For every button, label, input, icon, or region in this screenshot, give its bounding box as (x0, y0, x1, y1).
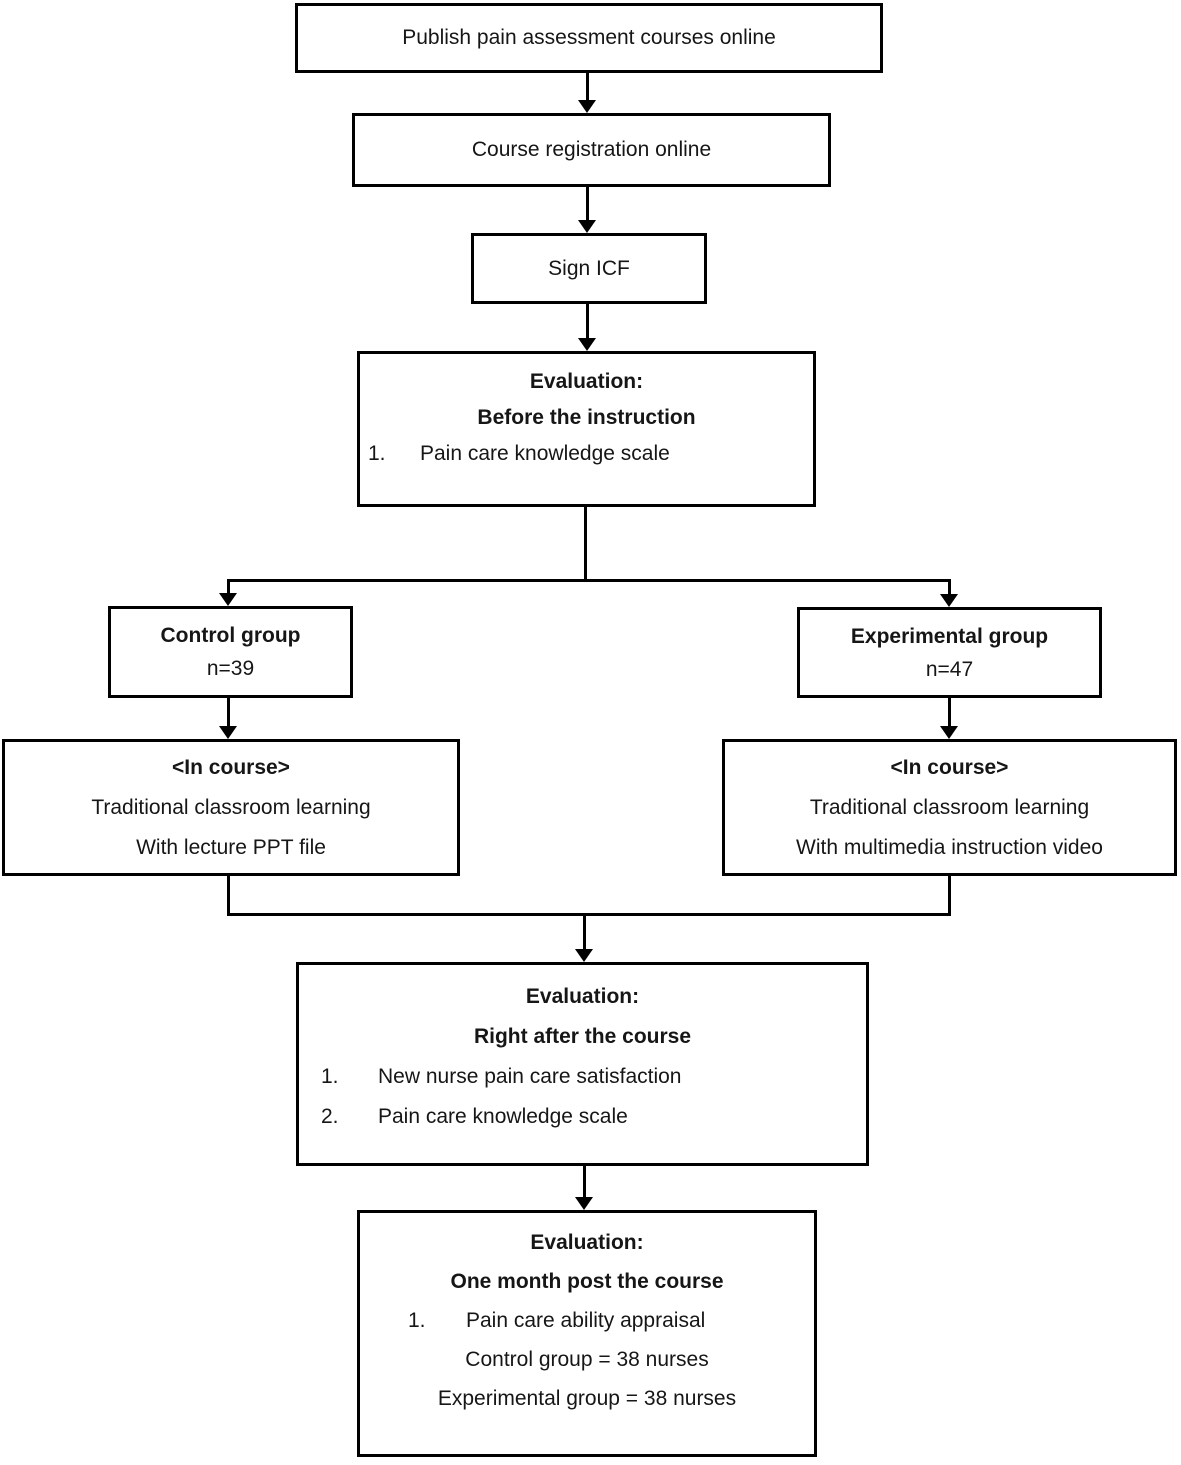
arrow-publish-to-registration-line (586, 73, 589, 101)
eval-before-item: 1. Pain care knowledge scale (360, 436, 813, 472)
experimental-group-title: Experimental group (850, 624, 1049, 648)
eval-month-subheading: One month post the course (450, 1270, 724, 1293)
in-course-control-line1: Traditional classroom learning (91, 795, 371, 819)
eval-after-subheading: Right after the course (473, 1025, 692, 1048)
node-eval-one-month: Evaluation: One month post the course 1.… (357, 1210, 817, 1457)
node-in-course-experimental: <In course> Traditional classroom learni… (722, 739, 1177, 876)
eval-before-item-number: 1. (368, 442, 386, 465)
node-control-group: Control group n=39 (108, 606, 353, 698)
eval-before-subheading: Before the instruction (477, 406, 696, 429)
eval-month-item-number: 1. (408, 1309, 426, 1332)
branch-stem-line (584, 507, 587, 580)
arrow-publish-to-registration-head (578, 100, 596, 113)
eval-after-item-2-number: 2. (321, 1105, 339, 1128)
eval-before-heading: Evaluation: (529, 370, 644, 393)
node-registration-label: Course registration online (471, 138, 712, 161)
eval-month-item-text: Pain care ability appraisal (466, 1309, 706, 1332)
node-in-course-control: <In course> Traditional classroom learni… (2, 739, 460, 876)
arrow-registration-to-icf-head (578, 220, 596, 233)
branch-right-drop-line (948, 579, 951, 594)
arrow-control-to-course-head (219, 726, 237, 739)
eval-before-item-text: Pain care knowledge scale (420, 442, 670, 465)
eval-month-item: 1. Pain care ability appraisal (360, 1301, 814, 1340)
in-course-experimental-line1: Traditional classroom learning (809, 795, 1090, 819)
eval-after-item-2: 2. Pain care knowledge scale (299, 1097, 866, 1137)
merge-horizontal-line (227, 913, 951, 916)
branch-right-drop-head (940, 594, 958, 607)
arrow-eval-after-to-month-line (583, 1166, 586, 1197)
in-course-control-line2: With lecture PPT file (136, 835, 326, 859)
eval-month-result-control: Control group = 38 nurses (465, 1348, 709, 1371)
eval-after-item-2-text: Pain care knowledge scale (378, 1105, 628, 1128)
node-eval-right-after: Evaluation: Right after the course 1. Ne… (296, 962, 869, 1166)
experimental-group-count: n=47 (925, 657, 974, 681)
merge-left-line (227, 876, 230, 916)
branch-left-drop-line (227, 579, 230, 594)
node-eval-before-instruction: Evaluation: Before the instruction 1. Pa… (357, 351, 816, 507)
node-publish-label: Publish pain assessment courses online (402, 26, 776, 49)
arrow-icf-to-eval-line (586, 304, 589, 338)
eval-month-result-experimental: Experimental group = 38 nurses (437, 1387, 737, 1410)
arrow-control-to-course-line (227, 698, 230, 726)
control-group-count: n=39 (206, 657, 255, 680)
node-publish-courses: Publish pain assessment courses online (295, 3, 883, 73)
node-experimental-group: Experimental group n=47 (797, 607, 1102, 698)
arrow-registration-to-icf-line (586, 187, 589, 220)
arrow-eval-after-to-month-head (575, 1197, 593, 1210)
eval-after-item-1-text: New nurse pain care satisfaction (378, 1065, 682, 1088)
node-course-registration: Course registration online (352, 113, 831, 187)
arrow-experimental-to-course-line (948, 698, 951, 726)
arrow-experimental-to-course-head (940, 726, 958, 739)
in-course-experimental-line2: With multimedia instruction video (796, 835, 1103, 859)
merge-stem-line (583, 913, 586, 949)
node-sign-icf: Sign ICF (471, 233, 707, 304)
eval-after-heading: Evaluation: (525, 985, 640, 1008)
eval-after-item-1-number: 1. (321, 1065, 339, 1088)
arrow-icf-to-eval-head (578, 338, 596, 351)
control-group-title: Control group (160, 624, 301, 647)
branch-horizontal-line (227, 579, 951, 582)
in-course-control-heading: <In course> (172, 755, 290, 779)
in-course-experimental-heading: <In course> (890, 755, 1009, 779)
branch-left-drop-head (219, 593, 237, 606)
node-sign-icf-label: Sign ICF (548, 256, 630, 280)
eval-month-heading: Evaluation: (530, 1231, 644, 1254)
merge-right-line (948, 876, 951, 916)
merge-stem-head (575, 949, 593, 962)
eval-after-item-1: 1. New nurse pain care satisfaction (299, 1057, 866, 1097)
